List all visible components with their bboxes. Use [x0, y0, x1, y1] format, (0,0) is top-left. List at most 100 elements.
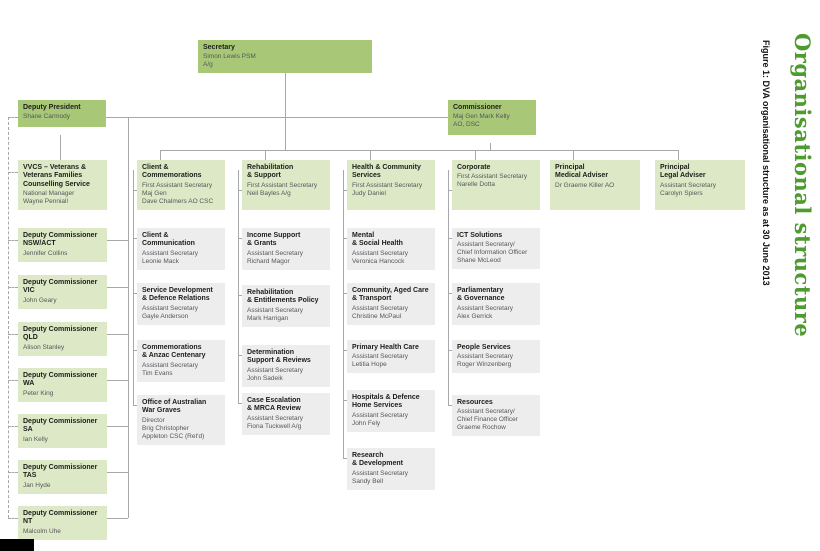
org-box: Determination Support & Reviews Assistan…: [242, 345, 330, 387]
box-title: Client & Communication: [142, 232, 195, 248]
connector-line: [475, 150, 476, 160]
connector-line: [133, 238, 138, 239]
connector-line: [448, 238, 453, 239]
page-title: Organisational structure: [790, 33, 815, 338]
box-title: VVCS – Veterans & Veterans Families Coun…: [23, 164, 90, 188]
box-title: Health & Community Services: [352, 164, 421, 180]
connector-line-dashed: [8, 172, 18, 173]
org-box: Case Escalation & MRCA Review Assistant …: [242, 393, 330, 435]
box-subtitle: Malcolm Uhe: [23, 527, 61, 535]
box-subtitle: Dr Graeme Killer AO: [555, 181, 615, 189]
box-subtitle: Assistant Secretary Mark Harrigan: [247, 306, 303, 322]
box-subtitle: Assistant Secretary Christine McPaul: [352, 304, 408, 320]
connector-line: [343, 170, 344, 458]
connector-line-dashed: [8, 117, 9, 518]
connector-line: [490, 143, 491, 150]
org-box: ICT Solutions Assistant Secretary/ Chief…: [452, 228, 540, 270]
figure-caption: Figure 1: DVA organisational structure a…: [761, 40, 771, 286]
connector-line: [678, 150, 679, 160]
connector-line: [343, 350, 348, 351]
org-box: Primary Health Care Assistant Secretary …: [347, 340, 435, 374]
connector-line-dashed: [8, 287, 18, 288]
box-title: Deputy Commissioner SA: [23, 418, 98, 434]
box-title: Case Escalation & MRCA Review: [247, 397, 301, 413]
connector-line: [238, 355, 243, 356]
box-subtitle: John Geary: [23, 296, 57, 304]
box-subtitle: Assistant Secretary Gayle Anderson: [142, 304, 198, 320]
connector-line: [343, 190, 348, 191]
connector-line-dashed: [8, 472, 18, 473]
connector-line-dashed: [8, 518, 18, 519]
connector-line: [238, 190, 243, 191]
box-subtitle: National Manager Wayne Penniall: [23, 190, 75, 206]
connector-line: [133, 405, 138, 406]
box-subtitle: Jan Hyde: [23, 481, 51, 489]
box-title: Parliamentary & Governance: [457, 287, 505, 303]
box-title: Determination Support & Reviews: [247, 349, 311, 365]
connector-line: [107, 472, 128, 473]
org-box-deputy-commissioner-qld: Deputy Commissioner QLD Alison Stanley: [18, 322, 107, 356]
connector-line: [160, 150, 161, 160]
box-subtitle: Assistant Secretary/ Chief Finance Offic…: [457, 408, 518, 432]
box-subtitle: Simon Lewis PSM A/g: [203, 53, 256, 69]
connector-line: [448, 405, 453, 406]
connector-line: [107, 380, 128, 381]
org-box: Office of Australian War Graves Director…: [137, 395, 225, 445]
box-subtitle: First Assistant Secretary Judy Daniel: [352, 181, 423, 197]
org-box-corporate: Corporate First Assistant Secretary Nare…: [452, 160, 540, 210]
connector-line-dashed: [8, 380, 18, 381]
box-subtitle: Shane Carmody: [23, 113, 70, 121]
page-corner-bar: [0, 539, 34, 551]
org-box-principal-medical-adviser: Principal Medical Adviser Dr Graeme Kill…: [550, 160, 640, 210]
org-box-deputy-commissioner-vic: Deputy Commissioner VIC John Geary: [18, 275, 107, 309]
box-title: Research & Development: [352, 452, 403, 468]
org-box-health-community-services: Health & Community Services First Assist…: [347, 160, 435, 210]
box-title: Deputy Commissioner QLD: [23, 326, 98, 342]
box-subtitle: Assistant Secretary Veronica Hancock: [352, 249, 408, 265]
org-box: Commemorations & Anzac Centenary Assista…: [137, 340, 225, 382]
org-box-deputy-commissioner-wa: Deputy Commissioner WA Peter King: [18, 368, 107, 402]
box-subtitle: First Assistant Secretary Neil Bayles A/…: [247, 181, 318, 197]
connector-line: [343, 293, 348, 294]
box-subtitle: Assistant Secretary John Sadeik: [247, 366, 303, 382]
connector-line-dashed: [8, 426, 18, 427]
box-title: People Services: [457, 344, 511, 351]
connector-line: [133, 293, 138, 294]
connector-line: [448, 350, 453, 351]
org-box-secretary: Secretary Simon Lewis PSM A/g: [198, 40, 372, 74]
connector-line: [238, 170, 239, 403]
box-title: Hospitals & Defence Home Services: [352, 394, 420, 410]
connector-line: [573, 150, 574, 160]
connector-line: [285, 73, 286, 150]
org-box: Resources Assistant Secretary/ Chief Fin…: [452, 395, 540, 437]
box-subtitle: First Assistant Secretary Maj Gen Dave C…: [142, 181, 214, 205]
box-subtitle: Assistant Secretary Alex Gerrick: [457, 304, 513, 320]
connector-line: [107, 518, 128, 519]
box-title: Office of Australian War Graves: [142, 399, 207, 415]
box-subtitle: Assistant Secretary Fiona Tuckwell A/g: [247, 414, 303, 430]
box-title: Rehabilitation & Entitlements Policy: [247, 289, 319, 305]
org-box: Client & Communication Assistant Secreta…: [137, 228, 225, 270]
box-title: Resources: [457, 399, 493, 406]
connector-line: [370, 150, 371, 160]
connector-line: [107, 287, 128, 288]
connector-line: [133, 190, 138, 191]
box-subtitle: Peter King: [23, 389, 54, 397]
connector-line-dashed: [8, 117, 18, 118]
box-subtitle: Assistant Secretary Leonie Mack: [142, 249, 198, 265]
box-title: Rehabilitation & Support: [247, 164, 294, 180]
connector-line: [107, 426, 128, 427]
connector-line: [60, 135, 61, 160]
connector-line: [238, 403, 243, 404]
org-box: Service Development & Defence Relations …: [137, 283, 225, 325]
box-subtitle: Director Brig Christopher Appleton CSC (…: [142, 416, 205, 440]
org-box: Income Support & Grants Assistant Secret…: [242, 228, 330, 270]
box-subtitle: Maj Gen Mark Kelly AO, DSC: [453, 113, 510, 129]
box-title: Secretary: [203, 44, 235, 51]
connector-line: [343, 400, 348, 401]
box-subtitle: Assistant Secretary Sandy Bell: [352, 469, 408, 485]
box-title: Mental & Social Health: [352, 232, 403, 248]
box-title: Primary Health Care: [352, 344, 419, 351]
box-title: Principal Legal Adviser: [660, 164, 706, 180]
connector-line: [448, 293, 453, 294]
